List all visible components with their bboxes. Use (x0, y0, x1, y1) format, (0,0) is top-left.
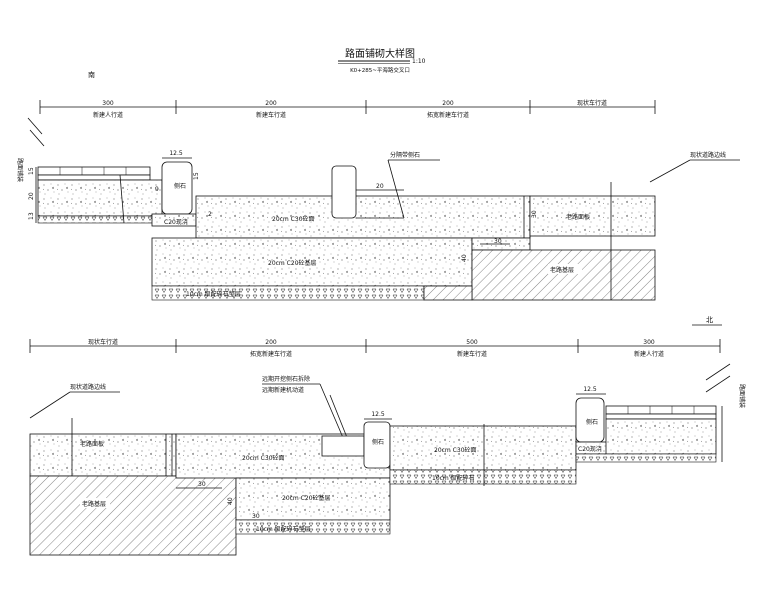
top-section-1: 新建人行道 (93, 111, 123, 119)
bottom-existing-label: 现状道路边线 (70, 383, 106, 391)
bottom-old-pavement-label: 老路面板 (80, 440, 104, 448)
top-old-pavement: 老路面板 30 现状道路边线 (529, 151, 740, 240)
top-old-base: 老路基层 (423, 240, 656, 301)
bottom-section: 北 现状车行道 200 500 300 拓宽新建车行道 新建车行道 新建人行道 … (29, 316, 746, 556)
top-dim-4: 现状车行道 (577, 99, 607, 107)
top-dim-9: 9 (155, 186, 159, 193)
bottom-curb-right-width: 12.5 (583, 386, 597, 393)
bottom-section-3: 新建车行道 (457, 350, 487, 358)
top-base-layer: 20cm C20砼基层 30 40 (151, 237, 531, 289)
bottom-dim-30b: 30 (252, 513, 260, 520)
bottom-surface-label: 20cm C30砼面 (242, 454, 285, 462)
top-curb-width: 12.5 (169, 150, 183, 157)
top-existing-label: 现状道路边线 (690, 151, 726, 159)
top-left-edge: 路面铺装 (16, 117, 45, 182)
bottom-right-edge-label: 路面铺装 (738, 384, 746, 408)
top-dim-30: 30 (531, 210, 538, 218)
bottom-notes: 远期开挖侧石拆除 远期新建机动道 12.5 侧石 (262, 375, 392, 469)
bottom-dimension-line: 现状车行道 200 500 300 拓宽新建车行道 新建车行道 新建人行道 (29, 338, 721, 358)
bottom-old-base-label: 老路基层 (82, 500, 106, 508)
top-base-label: 20cm C20砼基层 (268, 259, 317, 267)
title-subtitle: K0+285~平海路交叉口 (350, 66, 410, 74)
bottom-surface2-label: 20cm C30砼面 (434, 446, 477, 454)
top-dim-2: 2 (208, 211, 212, 218)
top-dim-40: 40 (461, 254, 468, 262)
top-dimension-line: 300 200 200 现状车行道 新建人行道 新建车行道 拓宽新建车行道 (39, 99, 656, 119)
bottom-base-label: 20cm C20砼基层 (282, 494, 331, 502)
top-dim-1: 300 (102, 100, 114, 107)
top-dim-2: 200 (265, 100, 277, 107)
top-curb: 12.5 侧石 9 15 C20现浇 (151, 150, 200, 227)
bottom-curb-right-label: 侧石 (586, 418, 598, 426)
bottom-right-road: 20cm C30砼面 10cm 级配碎石 (389, 424, 577, 486)
bottom-old-pavement: 老路面板 (29, 418, 177, 555)
bottom-dim-3: 500 (466, 339, 478, 346)
bottom-note-1: 远期开挖侧石拆除 (262, 375, 310, 383)
bottom-curb-mid-width: 12.5 (371, 411, 385, 418)
bottom-section-2: 拓宽新建车行道 (250, 350, 292, 358)
bottom-base-layer: 20cm C20砼基层 30 40 10cm 级配碎石垫层 (227, 477, 391, 535)
top-sidewalk: 15 20 13 (28, 166, 163, 224)
bottom-dim-40: 40 (227, 497, 234, 505)
top-dim-15b: 15 (193, 172, 200, 180)
bottom-dim-4: 300 (643, 339, 655, 346)
bottom-dim-2: 200 (265, 339, 277, 346)
bottom-subbase-label: 10cm 级配碎石垫层 (256, 525, 311, 533)
top-subbase: 10cm 级配碎石垫层 (151, 285, 425, 301)
top-direction: 南 (88, 70, 95, 79)
top-divider-dim: 20 (376, 183, 384, 190)
top-curb-label: 侧石 (174, 182, 186, 190)
bottom-c20-label: C20现浇 (578, 445, 602, 453)
bottom-curb-mid-label: 侧石 (372, 438, 384, 446)
top-surface-label: 20cm C30砼面 (272, 215, 315, 223)
top-road-surface: 20cm C30砼面 2 (195, 195, 531, 239)
top-divider-label: 分隔带侧石 (390, 151, 420, 159)
top-section-3: 拓宽新建车行道 (427, 111, 469, 119)
title-scale: 1:10 (412, 58, 426, 65)
top-old-pavement-label: 老路面板 (566, 213, 590, 221)
top-section: 南 300 200 200 现状车行道 新建人行道 新建车行道 拓宽新建车行道 … (16, 70, 740, 301)
bottom-existing: 现状道路边线 (29, 383, 120, 419)
top-section-2: 新建车行道 (256, 111, 286, 119)
bottom-dim-30: 30 (198, 481, 206, 488)
top-left-edge-label: 路面铺装 (16, 158, 24, 182)
bottom-old-base: 老路基层 (29, 475, 237, 556)
top-dim-15: 15 (28, 167, 35, 175)
bottom-subbase2-label: 10cm 级配碎石 (432, 474, 475, 482)
bottom-direction: 北 (706, 316, 713, 324)
bottom-section-4: 新建人行道 (634, 350, 664, 358)
top-c20-label: C20现浇 (164, 218, 188, 226)
top-dim-30b: 30 (494, 238, 502, 245)
top-dim-20: 20 (28, 192, 35, 200)
bottom-dim-1: 现状车行道 (88, 338, 118, 346)
drawing-title: 路面铺砌大样图 1:10 K0+285~平海路交叉口 (338, 47, 426, 74)
top-dim-3: 200 (442, 100, 454, 107)
title-main: 路面铺砌大样图 (345, 47, 415, 60)
top-old-base-label: 老路基层 (550, 266, 574, 274)
bottom-right-sidewalk: 12.5 侧石 C20现浇 路面铺装 (575, 363, 746, 463)
top-dim-13: 13 (28, 212, 35, 220)
bottom-note-2: 远期新建机动道 (262, 386, 304, 394)
top-subbase-label: 10cm 级配碎石垫层 (186, 290, 241, 298)
top-divider: 分隔带侧石 20 (331, 151, 440, 219)
